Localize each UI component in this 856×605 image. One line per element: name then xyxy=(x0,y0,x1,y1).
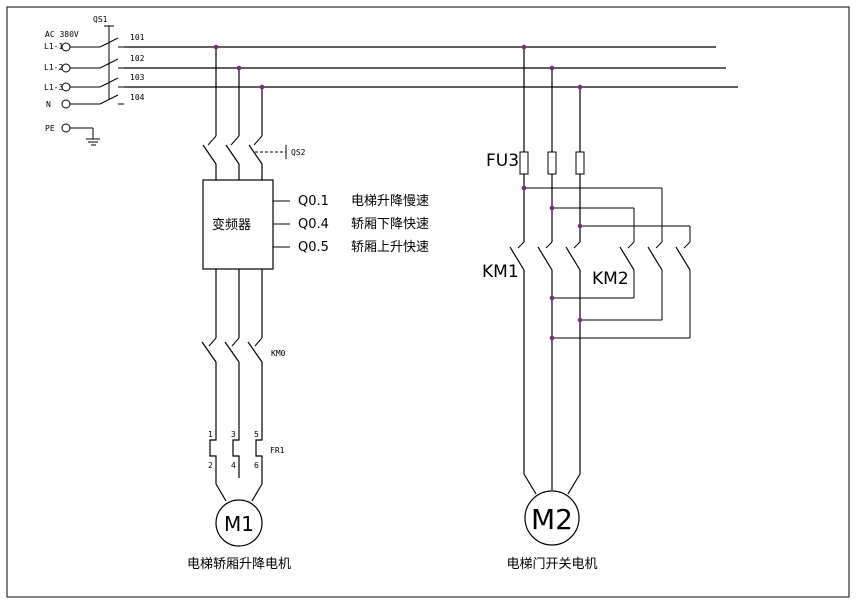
inverter-outputs xyxy=(215,269,263,338)
fr1-terminal-2: 2 xyxy=(208,461,213,470)
output-terminal-3: Q0.5 xyxy=(298,240,329,255)
contactor-km2 xyxy=(619,241,691,271)
fuse-fu3-label: FU3 xyxy=(486,151,519,171)
hoist-switch-qs2 xyxy=(202,135,287,165)
motor-m1-symbol xyxy=(215,499,263,547)
wire-number-104: 104 xyxy=(130,93,145,102)
earth-label: PE xyxy=(45,124,55,133)
km2-supply-crossover xyxy=(524,187,691,242)
hoist-motor-caption: 电梯轿厢升降电机 xyxy=(187,557,291,572)
output-terminal-2: Q0.4 xyxy=(298,217,329,232)
bus-bars xyxy=(124,46,738,88)
hoist-switch-label: QS2 xyxy=(291,148,306,157)
m1-leads xyxy=(215,466,263,502)
fr1-terminal-3: 3 xyxy=(231,430,236,439)
overload-fr1-label: FR1 xyxy=(270,446,285,455)
neutral-label: N xyxy=(46,100,51,109)
door-feeders xyxy=(523,47,581,152)
wire-number-102: 102 xyxy=(130,54,145,63)
junction-dots xyxy=(213,44,583,341)
fr1-terminal-4: 4 xyxy=(231,461,236,470)
inverter-inputs xyxy=(215,164,263,180)
contactor-km0 xyxy=(201,337,263,363)
km2-output-crossover xyxy=(552,270,691,339)
inverter-label: 变频器 xyxy=(212,217,251,233)
main-switch-label: QS1 xyxy=(93,15,108,24)
contactor-km2-label: KM2 xyxy=(592,269,629,289)
motor-m2-symbol xyxy=(524,490,580,546)
contactor-km1-label: KM1 xyxy=(482,262,519,282)
door-motor-caption: 电梯门开关电机 xyxy=(506,557,597,572)
contactor-km0-label: KM0 xyxy=(271,349,286,358)
output-function-2: 轿厢下降快速 xyxy=(351,217,429,232)
earth-symbol xyxy=(70,127,100,146)
motor-m2-label: M2 xyxy=(531,503,573,536)
output-function-1: 电梯升降慢速 xyxy=(351,193,429,209)
motor-m1-label: M1 xyxy=(224,512,254,536)
voltage-label: AC 380V xyxy=(45,30,79,39)
phase-label-3: L1-3 xyxy=(44,83,63,92)
fr1-terminal-1: 1 xyxy=(208,430,213,439)
output-terminal-1: Q0.1 xyxy=(298,194,329,209)
fr1-terminal-5: 5 xyxy=(254,430,259,439)
supply-terminals xyxy=(61,42,100,133)
phase-label-1: L1-1 xyxy=(44,42,63,51)
output-function-3: 轿厢上升快速 xyxy=(351,240,429,255)
km0-to-fr1 xyxy=(215,362,263,430)
inverter-output-leads xyxy=(273,200,290,248)
contactor-km1 xyxy=(509,241,581,298)
fuse-fu3 xyxy=(519,151,585,175)
wire-number-103: 103 xyxy=(130,73,145,82)
fr1-terminal-6: 6 xyxy=(254,461,259,470)
main-switch-qs1 xyxy=(99,25,124,105)
hoist-feeders xyxy=(215,47,263,136)
overload-fr1 xyxy=(209,430,263,466)
wire-number-101: 101 xyxy=(130,33,145,42)
m2-leads xyxy=(523,298,581,495)
diagram-frame xyxy=(6,6,850,598)
phase-label-2: L1-2 xyxy=(44,63,63,72)
